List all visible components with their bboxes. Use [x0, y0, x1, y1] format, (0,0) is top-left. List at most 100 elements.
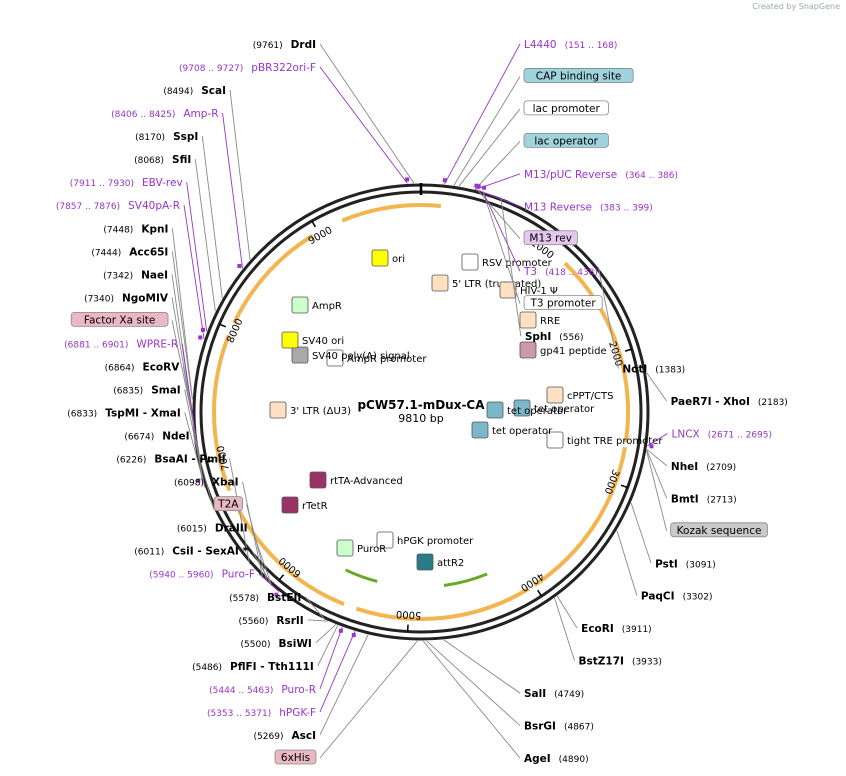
- svg-text:Kozak sequence: Kozak sequence: [677, 525, 762, 537]
- feature-rtetr: rTetR: [281, 496, 328, 514]
- enzyme-label-bsteii: (5578)BstEII: [229, 592, 326, 621]
- svg-text:PaqCI(3302): PaqCI(3302): [641, 591, 713, 603]
- svg-text:RSV promoter: RSV promoter: [482, 258, 553, 269]
- svg-text:(7340)NgoMIV: (7340)NgoMIV: [84, 292, 169, 304]
- plasmid-size: 9810 bp: [398, 412, 443, 425]
- feature-hpgk-promoter: hPGK promoter: [376, 531, 474, 549]
- svg-text:(7857 .. 7876)SV40pA-R: (7857 .. 7876)SV40pA-R: [56, 200, 180, 212]
- feature-attr2: attR2: [416, 553, 464, 571]
- primer-label-m13-reverse: M13 Reverse(383 .. 399): [476, 184, 653, 213]
- svg-text:(8494)ScaI: (8494)ScaI: [163, 85, 226, 97]
- feature-sv40-poly-a-signal: SV40 poly(A) signal: [291, 346, 410, 364]
- svg-text:L4440(151 .. 168): L4440(151 .. 168): [524, 39, 617, 51]
- enzyme-label-bmti: BmtI(2713): [646, 449, 737, 505]
- enzyme-label-draiii: (6015)DraIII: [177, 523, 272, 586]
- enzyme-label-ecori: EcoRI(3911): [556, 595, 652, 635]
- enzyme-label-asci: (5269)AscI: [254, 634, 369, 742]
- enzyme-label-psti: PstI(3091): [630, 502, 716, 570]
- primer-label-hpgk-f: (5353 .. 5371)hPGK-F: [207, 631, 356, 719]
- enzyme-label-bsrgi: BsrGI(4867): [426, 640, 594, 733]
- feature-label-6xhis: 6xHis: [274, 640, 418, 765]
- svg-text:T3(418 .. 438): T3(418 .. 438): [523, 266, 598, 278]
- enzyme-label-rsrii: (5560)RsrII: [238, 615, 328, 627]
- tick-mark: [219, 323, 227, 328]
- enzyme-label-ndei: (6674)NdeI: [124, 431, 215, 510]
- primer-label-t3: T3(418 .. 438): [482, 185, 598, 278]
- feature-tet-operator: tet operator: [513, 399, 595, 417]
- svg-text:lac promoter: lac promoter: [533, 103, 601, 115]
- enzyme-label-nhei: NheI(2709): [646, 449, 736, 473]
- plasmid-name: pCW57.1-mDux-CA: [357, 398, 485, 412]
- enzyme-label-paqci: PaqCI(3302): [616, 530, 713, 603]
- svg-text:5' LTR (truncated): 5' LTR (truncated): [452, 279, 541, 290]
- svg-text:T2A: T2A: [217, 499, 239, 511]
- svg-text:AgeI(4890): AgeI(4890): [524, 753, 589, 765]
- feature-ampr-promoter: AmpR promoter: [326, 349, 427, 367]
- svg-text:Factor Xa site: Factor Xa site: [84, 314, 155, 326]
- svg-text:(6226)BsaAI - PmlI: (6226)BsaAI - PmlI: [116, 454, 225, 466]
- svg-text:(6864)EcoRV: (6864)EcoRV: [105, 361, 181, 373]
- svg-text:rTetR: rTetR: [302, 501, 328, 512]
- svg-text:NotI(1383): NotI(1383): [622, 364, 685, 376]
- feature-label-kozak-sequence: Kozak sequence: [646, 450, 768, 538]
- orf-arc: [232, 233, 314, 325]
- primer-label-ebv-rev: (7911 .. 7930)EBV-rev: [70, 177, 208, 332]
- primer-label-puro-f: (5940 .. 5960)Puro-F: [149, 569, 280, 597]
- svg-text:(8170)SspI: (8170)SspI: [135, 131, 198, 143]
- svg-text:(6098)XbaI: (6098)XbaI: [174, 477, 239, 489]
- orf-arc: [355, 587, 530, 621]
- feature-5-ltr-truncated: 5' LTR (truncated): [431, 274, 541, 292]
- orf-arc: [533, 446, 627, 587]
- enzyme-label-pflfi-tth111i: (5486)PflFI - Tth111I: [192, 625, 339, 673]
- orf-arc: [563, 261, 630, 443]
- primer-label-m13-puc-reverse: M13/pUC Reverse(364 .. 386): [474, 169, 678, 190]
- svg-text:M13 rev: M13 rev: [529, 233, 572, 245]
- feature-label-cap-binding-site: CAP binding site: [453, 68, 634, 186]
- feature-label-lac-promoter: lac promoter: [458, 100, 609, 187]
- svg-text:AmpR: AmpR: [312, 301, 342, 312]
- svg-text:(9708 .. 9727)pBR322ori-F: (9708 .. 9727)pBR322ori-F: [179, 62, 316, 74]
- enzyme-label-kpni: (7448)KpnI: [103, 223, 193, 399]
- svg-text:rtTA-Advanced: rtTA-Advanced: [330, 476, 403, 487]
- svg-text:(5486)PflFI - Tth111I: (5486)PflFI - Tth111I: [192, 661, 314, 673]
- svg-text:(8068)SfiI: (8068)SfiI: [134, 154, 191, 166]
- svg-text:(5560)RsrII: (5560)RsrII: [238, 615, 303, 627]
- enzyme-label-sphi: SphI(556): [500, 197, 584, 343]
- enzyme-label-scai: (8494)ScaI: [163, 85, 251, 260]
- primer-label-pbr322ori-f: (9708 .. 9727)pBR322ori-F: [179, 62, 410, 184]
- enzyme-label-acc65i: (7444)Acc65I: [91, 246, 193, 400]
- svg-text:3' LTR (ΔU3): 3' LTR (ΔU3): [290, 406, 351, 417]
- svg-text:(9761)DrdI: (9761)DrdI: [253, 39, 316, 51]
- svg-text:BsrGI(4867): BsrGI(4867): [524, 721, 594, 733]
- enzyme-label-sspi: (8170)SspI: [135, 131, 223, 299]
- green-arc: [345, 568, 378, 583]
- svg-text:(7444)Acc65I: (7444)Acc65I: [91, 246, 168, 258]
- enzyme-label-csii-sexai: (6011)CsiI - SexAI *: [134, 546, 273, 587]
- feature-hiv-1: HIV-1 Ψ: [499, 281, 558, 299]
- feature-rre: RRE: [519, 311, 560, 329]
- enzyme-label-sali: SalI(4749): [443, 639, 584, 700]
- primer-label-lncx: LNCX(2671 .. 2695): [647, 428, 772, 449]
- svg-text:NheI(2709): NheI(2709): [671, 461, 736, 473]
- svg-text:(5444 .. 5463)Puro-R: (5444 .. 5463)Puro-R: [209, 684, 316, 696]
- feature-tet-operator: tet operator: [471, 421, 553, 439]
- enzyme-label-agei: AgeI(4890): [422, 640, 589, 765]
- feature-label-lac-operator: lac operator: [474, 132, 609, 190]
- tick-mark: [620, 484, 628, 489]
- tick-label: 6000: [277, 554, 304, 579]
- svg-text:AmpR promoter: AmpR promoter: [347, 354, 427, 365]
- svg-text:hPGK promoter: hPGK promoter: [397, 536, 474, 547]
- svg-text:(6881 .. 6901)WPRE-R: (6881 .. 6901)WPRE-R: [64, 338, 178, 350]
- svg-text:(7911 .. 7930)EBV-rev: (7911 .. 7930)EBV-rev: [70, 177, 183, 189]
- feature-tight-tre-promoter: tight TRE promoter: [546, 431, 663, 449]
- svg-text:tet operator: tet operator: [492, 426, 553, 437]
- svg-text:gp41 peptide: gp41 peptide: [540, 346, 607, 357]
- svg-text:(5269)AscI: (5269)AscI: [254, 730, 316, 742]
- feature-cppt-cts: cPPT/CTS: [546, 386, 613, 404]
- svg-text:SphI(556): SphI(556): [525, 331, 584, 343]
- feature-gp41-peptide: gp41 peptide: [519, 341, 607, 359]
- svg-text:M13/pUC Reverse(364 .. 386): M13/pUC Reverse(364 .. 386): [524, 169, 678, 181]
